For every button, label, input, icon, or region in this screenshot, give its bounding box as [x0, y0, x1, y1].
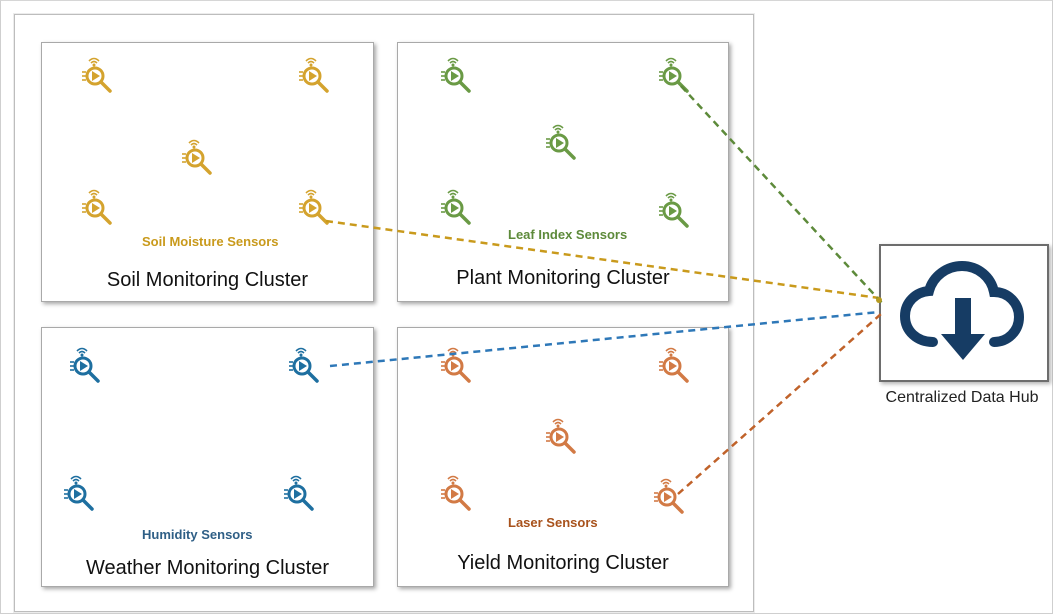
yield-sensor-icon — [437, 473, 475, 511]
yield-sensor-icon — [650, 476, 688, 514]
weather-sensor-icon — [285, 345, 323, 383]
hub-label: Centralized Data Hub — [885, 389, 1039, 406]
soil-sensor-label: Soil Moisture Sensors — [142, 234, 279, 249]
plant-sensor-icon — [437, 187, 475, 225]
plant-cluster-title: Plant Monitoring Cluster — [456, 267, 670, 289]
soil-sensor-icon — [295, 55, 333, 93]
yield-sensor-icon — [437, 345, 475, 383]
soil-sensor-icon — [295, 187, 333, 225]
plant-sensor-icon — [437, 55, 475, 93]
yield-sensor-label: Laser Sensors — [508, 515, 598, 530]
yield-sensor-icon — [542, 416, 580, 454]
weather-sensor-label: Humidity Sensors — [142, 527, 253, 542]
weather-monitoring-cluster: Humidity Sensors Weather Monitoring Clus… — [41, 327, 374, 587]
plant-sensor-icon — [655, 190, 693, 228]
cloud-download-icon — [899, 260, 1025, 360]
soil-sensor-icon — [78, 187, 116, 225]
yield-cluster-title: Yield Monitoring Cluster — [457, 552, 669, 574]
soil-sensor-icon — [178, 137, 216, 175]
plant-sensor-icon — [542, 122, 580, 160]
data-hub-box — [879, 244, 1049, 382]
yield-sensor-icon — [655, 345, 693, 383]
soil-sensor-icon — [78, 55, 116, 93]
weather-sensor-icon — [60, 473, 98, 511]
soil-cluster-title: Soil Monitoring Cluster — [106, 269, 309, 291]
weather-cluster-title: Weather Monitoring Cluster — [85, 557, 330, 579]
plant-sensor-icon — [655, 55, 693, 93]
weather-sensor-icon — [66, 345, 104, 383]
weather-sensor-icon — [280, 473, 318, 511]
plant-sensor-label: Leaf Index Sensors — [508, 227, 628, 242]
